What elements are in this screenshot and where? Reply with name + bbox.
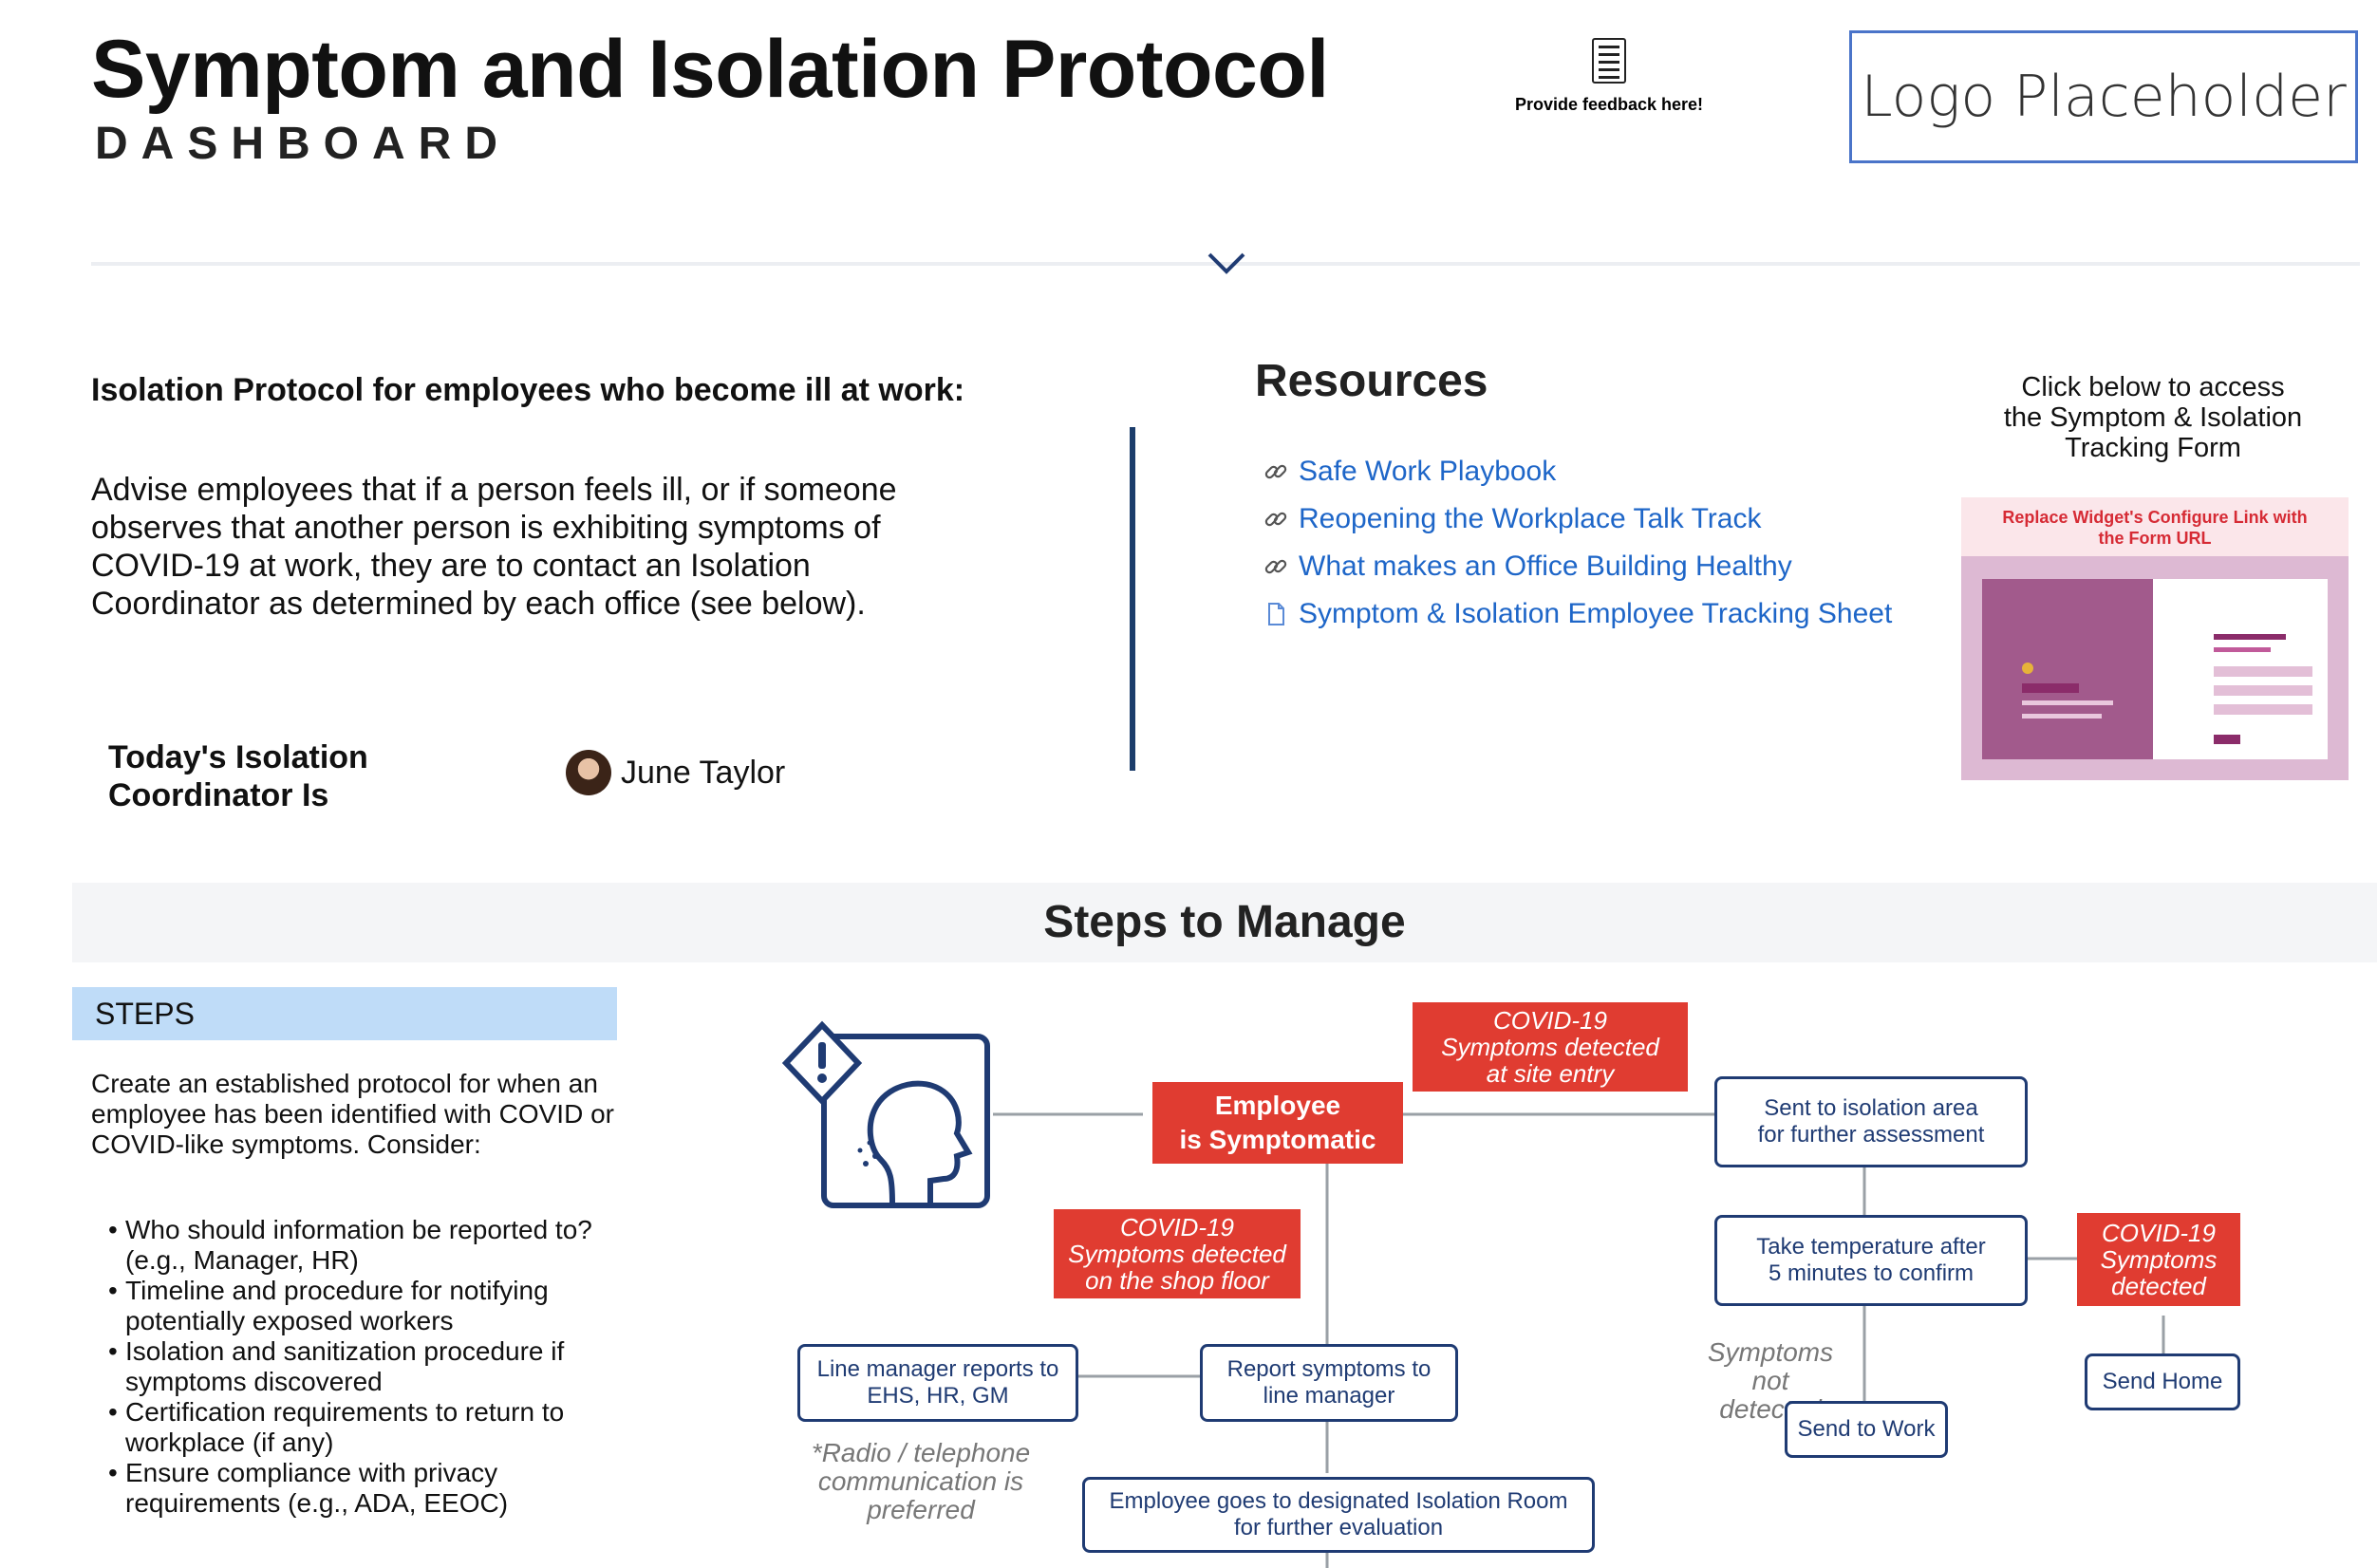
flow-text: preferred [867,1495,975,1524]
flow-text: Symptoms detected [1441,1033,1659,1061]
flow-text: Send to Work [1797,1416,1936,1442]
list-item: Certification requirements to return to … [108,1397,602,1458]
avatar [566,750,611,795]
flow-text: Symptoms detected [1068,1240,1286,1268]
flow-text: COVID-19 [1120,1213,1234,1241]
flow-text: Employee goes to designated Isolation Ro… [1109,1488,1568,1514]
form-thumbnail-panel [1982,579,2153,759]
flow-text: Symptoms [1707,1337,1834,1367]
chevron-down-icon[interactable] [1204,247,1249,277]
form-caption: Click below to access the Symptom & Isol… [1982,372,2324,463]
link-icon [1264,464,1287,479]
document-icon [1268,603,1284,625]
flow-text: Symptoms [2100,1245,2218,1274]
form-caption-line: Tracking Form [2065,433,2241,463]
flow-text: for further assessment [1757,1122,1985,1148]
flow-text: Take temperature after [1756,1234,1986,1260]
resource-label: Reopening the Workplace Talk Track [1299,503,1762,534]
link-icon [1264,512,1287,527]
employee-symptomatic-box: Employee is Symptomatic [1152,1082,1403,1164]
form-caption-line: Click below to access [2021,372,2285,402]
resources-title: Resources [1255,356,1488,406]
isolation-body: Advise employees that if a person feels … [91,472,897,622]
warning-line: the Form URL [2098,529,2212,548]
list-item: Who should information be reported to? (… [108,1215,602,1276]
symptoms-not-detected-note: Symptoms not detected [1699,1338,1842,1424]
form-thumbnail [1982,579,2328,759]
resource-link-healthy-building[interactable]: What makes an Office Building Healthy [1263,543,1892,590]
resource-label: Symptom & Isolation Employee Tracking Sh… [1299,598,1893,629]
flow-text: Employee [1214,1091,1341,1120]
flow-text: Report symptoms to [1226,1356,1432,1382]
coordinator-label-line1: Today's Isolation [108,739,368,775]
coordinator-name: June Taylor [621,754,786,791]
logo-placeholder: Logo Placeholder [1849,30,2358,163]
flow-text: on the shop floor [1085,1266,1269,1295]
flow-text: Send Home [2102,1369,2223,1394]
page-title: Symptom and Isolation Protocol [91,24,1329,115]
steps-section-band [72,883,2377,962]
flow-text: is Symptomatic [1179,1125,1376,1154]
steps-intro: Create an established protocol for when … [91,1069,614,1159]
resource-link-talk-track[interactable]: Reopening the Workplace Talk Track [1263,495,1892,543]
flow-text: *Radio / telephone [811,1438,1031,1467]
steps-list: Who should information be reported to? (… [108,1215,602,1519]
coordinator-label-line2: Coordinator Is [108,777,329,813]
resource-label: Safe Work Playbook [1299,456,1557,487]
flow-text: Line manager reports to [816,1356,1059,1382]
header-divider [91,262,2360,266]
resource-label: What makes an Office Building Healthy [1299,551,1792,582]
form-caption-line: the Symptom & Isolation [2003,402,2303,433]
feedback-label: Provide feedback here! [1514,95,1704,114]
resources-list: Safe Work Playbook Reopening the Workpla… [1263,448,1892,638]
resource-link-tracking-sheet[interactable]: Symptom & Isolation Employee Tracking Sh… [1263,590,1892,638]
warning-line: Replace Widget's Configure Link with [2002,508,2308,527]
flow-text: for further evaluation [1233,1515,1444,1540]
page-subtitle: DASHBOARD [95,119,511,169]
configure-link-warning: Replace Widget's Configure Link with the… [1961,497,2349,556]
flow-text: at site entry [1486,1059,1615,1088]
flow-text: COVID-19 [1493,1006,1607,1035]
feedback-button[interactable]: Provide feedback here! [1500,38,1718,115]
resource-link-safe-work-playbook[interactable]: Safe Work Playbook [1263,448,1892,495]
vertical-divider [1130,427,1135,771]
isolation-heading: Isolation Protocol for employees who bec… [91,372,965,408]
flow-text: detected [2111,1272,2206,1300]
steps-tab: STEPS [72,987,617,1040]
coordinator-label: Today's Isolation Coordinator Is [108,738,368,814]
list-item: Isolation and sanitization procedure if … [108,1336,602,1397]
isolation-room-box: Employee goes to designated Isolation Ro… [1082,1477,1595,1553]
list-item: Ensure compliance with privacy requireme… [108,1458,602,1519]
symptomatic-person-icon [781,1020,990,1208]
flow-text: COVID-19 [2102,1219,2216,1247]
flow-text: line manager [1263,1383,1395,1409]
send-to-work-box: Send to Work [1785,1401,1948,1458]
tracking-form-widget[interactable]: Replace Widget's Configure Link with the… [1961,497,2349,780]
flowchart-connectors [993,1112,2165,1568]
flow-text: EHS, HR, GM [867,1383,1009,1409]
radio-communication-note: *Radio / telephone communication is pref… [778,1439,1063,1524]
flow-text: Sent to isolation area [1764,1095,1978,1121]
flow-text: 5 minutes to confirm [1768,1260,1975,1286]
link-icon [1264,559,1287,574]
steps-section-title: Steps to Manage [1043,897,1406,947]
list-item: Timeline and procedure for notifying pot… [108,1276,602,1336]
coordinator-person[interactable]: June Taylor [566,750,785,795]
send-home-box: Send Home [2085,1353,2240,1410]
document-icon [1592,38,1626,84]
flow-text: communication is [817,1466,1024,1496]
